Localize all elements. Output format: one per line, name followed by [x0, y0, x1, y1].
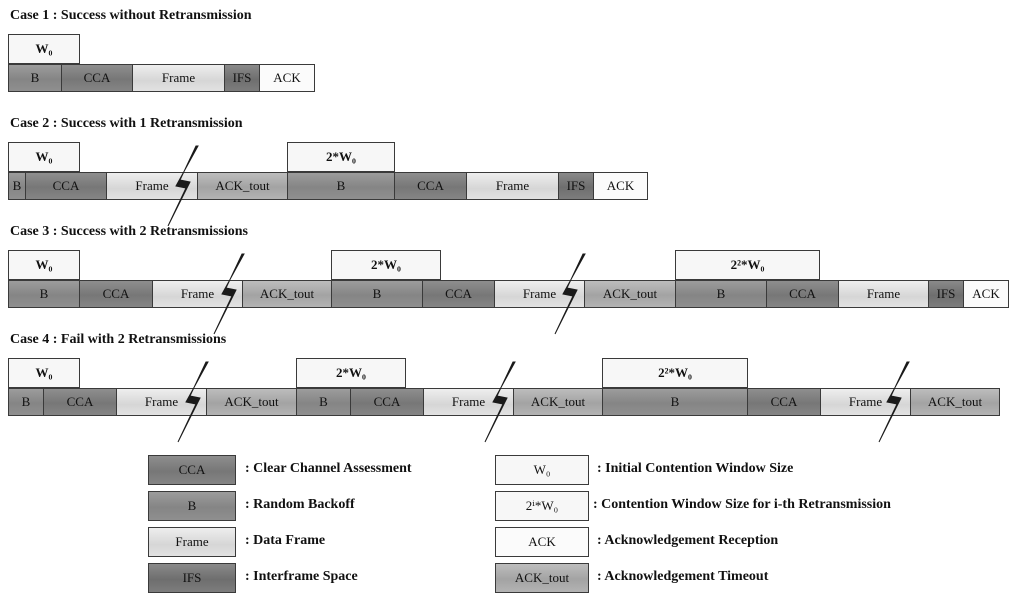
legend-cca-text: : Clear Channel Assessment [245, 461, 412, 476]
case-1-title: Case 1 : Success without Retransmission [10, 8, 252, 23]
cca-block: CCA [394, 172, 467, 200]
ack-block: ACK [259, 64, 315, 92]
contention-window: W₀ [8, 358, 80, 388]
collision-icon [213, 253, 245, 335]
frame-block: Frame [466, 172, 559, 200]
collision-icon [177, 361, 209, 443]
ifs-block: IFS [928, 280, 964, 308]
legend-ack-text: : Acknowledgement Reception [597, 533, 779, 548]
contention-window: W₀ [8, 142, 80, 172]
legend-backoff-text: : Random Backoff [245, 497, 355, 512]
legend-retx-window-text: : Contention Window Size for i-th Retran… [593, 497, 891, 512]
backoff-block: B [287, 172, 395, 200]
cca-block: CCA [61, 64, 133, 92]
cca-block: CCA [350, 388, 424, 416]
ack-timeout-block: ACK_tout [206, 388, 297, 416]
legend-cca-swatch: CCA [148, 455, 236, 485]
legend-ack-swatch: ACK [495, 527, 589, 557]
backoff-block: B [675, 280, 767, 308]
backoff-block: B [602, 388, 748, 416]
legend-backoff-swatch: B [148, 491, 236, 521]
contention-window: 2*W₀ [331, 250, 441, 280]
contention-window: W₀ [8, 34, 80, 64]
legend-window-swatch: W₀ [495, 455, 589, 485]
legend-retx-window-swatch: 2ⁱ*W₀ [495, 491, 589, 521]
cca-block: CCA [79, 280, 153, 308]
contention-window: 2*W₀ [296, 358, 406, 388]
collision-icon [484, 361, 516, 443]
backoff-block: B [8, 388, 44, 416]
backoff-block: B [331, 280, 423, 308]
contention-window: W₀ [8, 250, 80, 280]
contention-window: 2²*W₀ [602, 358, 748, 388]
legend-window-text: : Initial Contention Window Size [597, 461, 794, 476]
legend-ack-timeout-swatch: ACK_tout [495, 563, 589, 593]
backoff-block: B [8, 280, 80, 308]
ack-timeout-block: ACK_tout [197, 172, 288, 200]
backoff-block: B [296, 388, 351, 416]
cca-block: CCA [43, 388, 117, 416]
case-4-title: Case 4 : Fail with 2 Retransmissions [10, 332, 227, 347]
legend-frame-swatch: Frame [148, 527, 236, 557]
ack-timeout-block: ACK_tout [242, 280, 332, 308]
case-2-title: Case 2 : Success with 1 Retransmission [10, 116, 243, 131]
collision-icon [554, 253, 586, 335]
backoff-block: B [8, 64, 62, 92]
ack-block: ACK [593, 172, 648, 200]
cca-block: CCA [422, 280, 495, 308]
legend-frame-text: : Data Frame [245, 533, 326, 548]
legend-ifs-text: : Interframe Space [245, 569, 358, 584]
ack-timeout-block: ACK_tout [910, 388, 1000, 416]
cca-block: CCA [747, 388, 821, 416]
case-3-title: Case 3 : Success with 2 Retransmissions [10, 224, 248, 239]
cca-block: CCA [25, 172, 107, 200]
ack-block: ACK [963, 280, 1009, 308]
legend-ack-timeout-text: : Acknowledgement Timeout [597, 569, 769, 584]
collision-icon [878, 361, 910, 443]
ack-timeout-block: ACK_tout [513, 388, 603, 416]
ifs-block: IFS [224, 64, 260, 92]
ack-timeout-block: ACK_tout [584, 280, 676, 308]
frame-block: Frame [838, 280, 929, 308]
frame-block: Frame [132, 64, 225, 92]
contention-window: 2*W₀ [287, 142, 395, 172]
contention-window: 2²*W₀ [675, 250, 820, 280]
backoff-block: B [8, 172, 26, 200]
collision-icon [167, 145, 199, 227]
ifs-block: IFS [558, 172, 594, 200]
legend-ifs-swatch: IFS [148, 563, 236, 593]
cca-block: CCA [766, 280, 839, 308]
